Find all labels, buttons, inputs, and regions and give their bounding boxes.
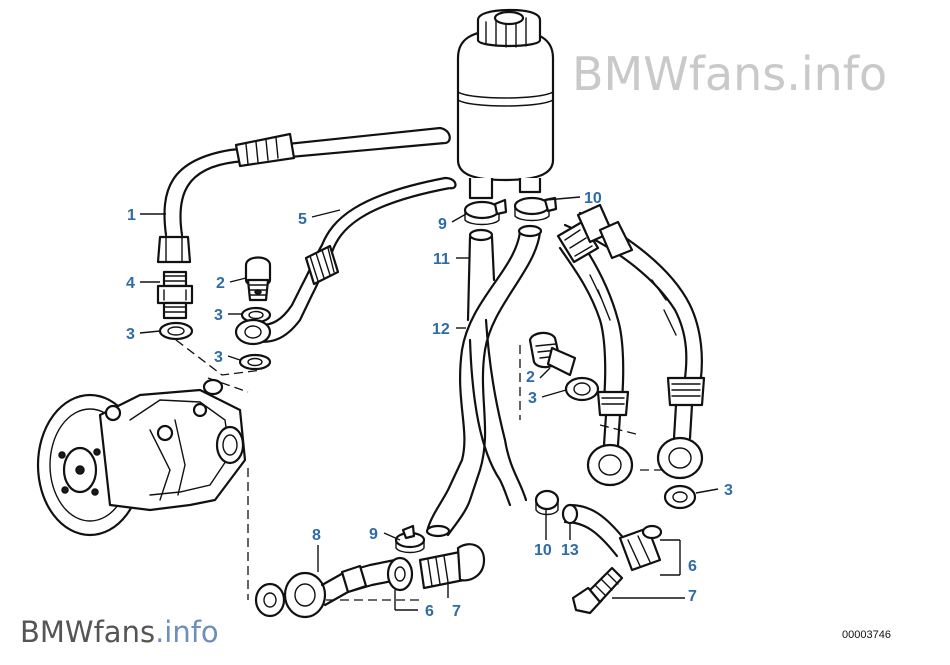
callout-1: 1	[127, 207, 136, 224]
callout-3-d: 3	[528, 390, 537, 407]
clamp-9	[463, 198, 508, 226]
callout-10-lower: 10	[534, 542, 552, 559]
callout-7-bottom: 7	[452, 603, 461, 620]
callout-8: 8	[312, 527, 321, 544]
banjo-bolt-2-b	[528, 331, 577, 377]
bolt-7-right	[571, 566, 624, 615]
watermark-bottom: BMWfans.info	[20, 615, 219, 649]
steering-pump	[36, 378, 247, 537]
watermark-bottom-suffix: .info	[155, 615, 219, 649]
washer-3-c	[238, 353, 272, 371]
callout-6-right: 6	[688, 558, 697, 575]
callout-13: 13	[561, 542, 579, 559]
clamp-9-lower	[394, 524, 426, 554]
callout-9-lower: 9	[369, 526, 378, 543]
leader-lines	[139, 196, 719, 611]
washer-3-d	[564, 376, 600, 402]
washer-3-e	[663, 484, 697, 510]
fitting-6-right	[618, 524, 663, 572]
banjo-bolt-2-a	[244, 256, 272, 302]
fitting-4	[156, 270, 194, 320]
washer-3-a	[158, 321, 194, 341]
diagram-reference-number: 00003746	[842, 629, 891, 641]
watermark-top: BMWfans.info	[572, 47, 887, 101]
hose-12	[425, 224, 543, 538]
callout-3-e: 3	[724, 482, 733, 499]
clamp-10	[513, 196, 558, 222]
watermark-top-brand: BMWfans	[572, 47, 786, 101]
callout-2-left: 2	[216, 275, 225, 292]
callout-2-right: 2	[526, 369, 535, 386]
bolt-7-bottom	[418, 543, 486, 590]
callout-labels: 1 2 2 3 3 3 3 3 4 5 6 6 7 7 8 9 9 10 10 …	[126, 190, 733, 620]
callout-7-right: 7	[688, 588, 697, 605]
pressure-hoses-right	[556, 203, 706, 487]
watermark-top-suffix: .info	[786, 47, 887, 101]
hose-5	[234, 176, 457, 346]
callout-11: 11	[433, 251, 450, 268]
callout-3-b: 3	[214, 307, 223, 324]
callout-4: 4	[126, 275, 135, 292]
callout-12: 12	[432, 321, 450, 338]
hose-11	[466, 228, 496, 322]
callout-3-a: 3	[126, 326, 135, 343]
callout-6-bottom: 6	[425, 603, 434, 620]
callout-3-c: 3	[214, 349, 223, 366]
reservoir	[456, 8, 555, 200]
watermark-bottom-brand: BMWfans	[20, 615, 155, 649]
callout-5: 5	[298, 211, 307, 228]
washer-6-bottom	[386, 556, 414, 592]
callout-9-upper: 9	[438, 216, 447, 233]
callout-10-upper: 10	[584, 190, 602, 207]
pressure-hose-1	[156, 126, 451, 264]
connection-lines	[175, 339, 690, 601]
clamp-10-lower	[534, 489, 560, 516]
line-8	[254, 558, 399, 619]
